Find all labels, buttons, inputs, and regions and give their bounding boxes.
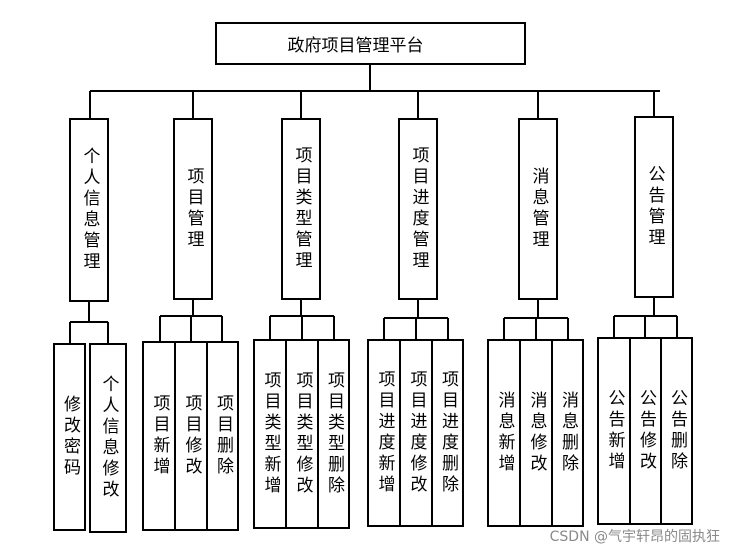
module-label: 项目类型管理 — [291, 146, 312, 272]
leaf-label: 公告新增 — [604, 389, 625, 473]
leaf-node: 项目进度新增 — [367, 339, 401, 527]
leaf-node: 项目类型新增 — [253, 339, 287, 529]
leaf-label: 项目新增 — [149, 394, 170, 478]
leaf-node: 项目进度修改 — [399, 339, 433, 527]
root-title: 政府项目管理平台 — [287, 36, 424, 56]
module-label: 个人信息管理 — [79, 147, 100, 273]
leaf-label: 项目进度新增 — [374, 370, 395, 496]
leaf-label: 项目类型新增 — [260, 371, 281, 497]
leaf-node: 消息新增 — [487, 339, 521, 527]
module-node: 项目类型管理 — [281, 118, 321, 300]
leaf-node: 公告新增 — [597, 337, 631, 525]
module-label: 公告管理 — [644, 165, 665, 249]
module-label: 项目进度管理 — [408, 146, 429, 272]
leaf-label: 项目删除 — [213, 394, 233, 478]
leaf-label: 项目进度修改 — [406, 370, 427, 496]
leaf-label: 项目类型修改 — [292, 371, 313, 497]
leaf-node: 个人信息修改 — [89, 343, 127, 533]
leaf-node: 项目进度删除 — [431, 339, 464, 527]
leaf-label: 项目进度删除 — [438, 370, 458, 496]
leaf-node: 项目类型修改 — [285, 339, 319, 529]
leaf-node: 公告删除 — [660, 337, 693, 525]
leaf-node: 公告修改 — [629, 337, 662, 525]
leaf-node: 修改密码 — [53, 343, 86, 531]
root-node: 政府项目管理平台 — [215, 22, 526, 65]
leaf-node: 项目修改 — [174, 341, 208, 531]
leaf-node: 项目类型删除 — [317, 339, 350, 529]
leaf-label: 消息删除 — [558, 391, 578, 475]
module-node: 个人信息管理 — [69, 118, 109, 302]
leaf-label: 修改密码 — [60, 395, 80, 479]
leaf-node: 项目删除 — [206, 341, 239, 531]
module-node: 消息管理 — [518, 118, 558, 300]
leaf-label: 项目类型删除 — [324, 371, 344, 497]
leaf-label: 公告修改 — [636, 389, 656, 473]
leaf-label: 公告删除 — [667, 389, 687, 473]
leaf-label: 消息新增 — [494, 391, 515, 475]
leaf-label: 消息修改 — [526, 391, 547, 475]
watermark: CSDN @气宇轩昂的固执狂 — [549, 529, 720, 545]
module-label: 项目管理 — [183, 167, 204, 251]
leaf-label: 个人信息修改 — [98, 375, 119, 501]
leaf-node: 项目新增 — [142, 341, 176, 531]
module-node: 项目管理 — [173, 118, 213, 300]
leaf-node: 消息删除 — [551, 339, 584, 527]
module-node: 公告管理 — [634, 116, 674, 298]
leaf-node: 消息修改 — [519, 339, 553, 527]
leaf-label: 项目修改 — [181, 394, 202, 478]
module-node: 项目进度管理 — [398, 118, 438, 300]
module-label: 消息管理 — [528, 167, 549, 251]
